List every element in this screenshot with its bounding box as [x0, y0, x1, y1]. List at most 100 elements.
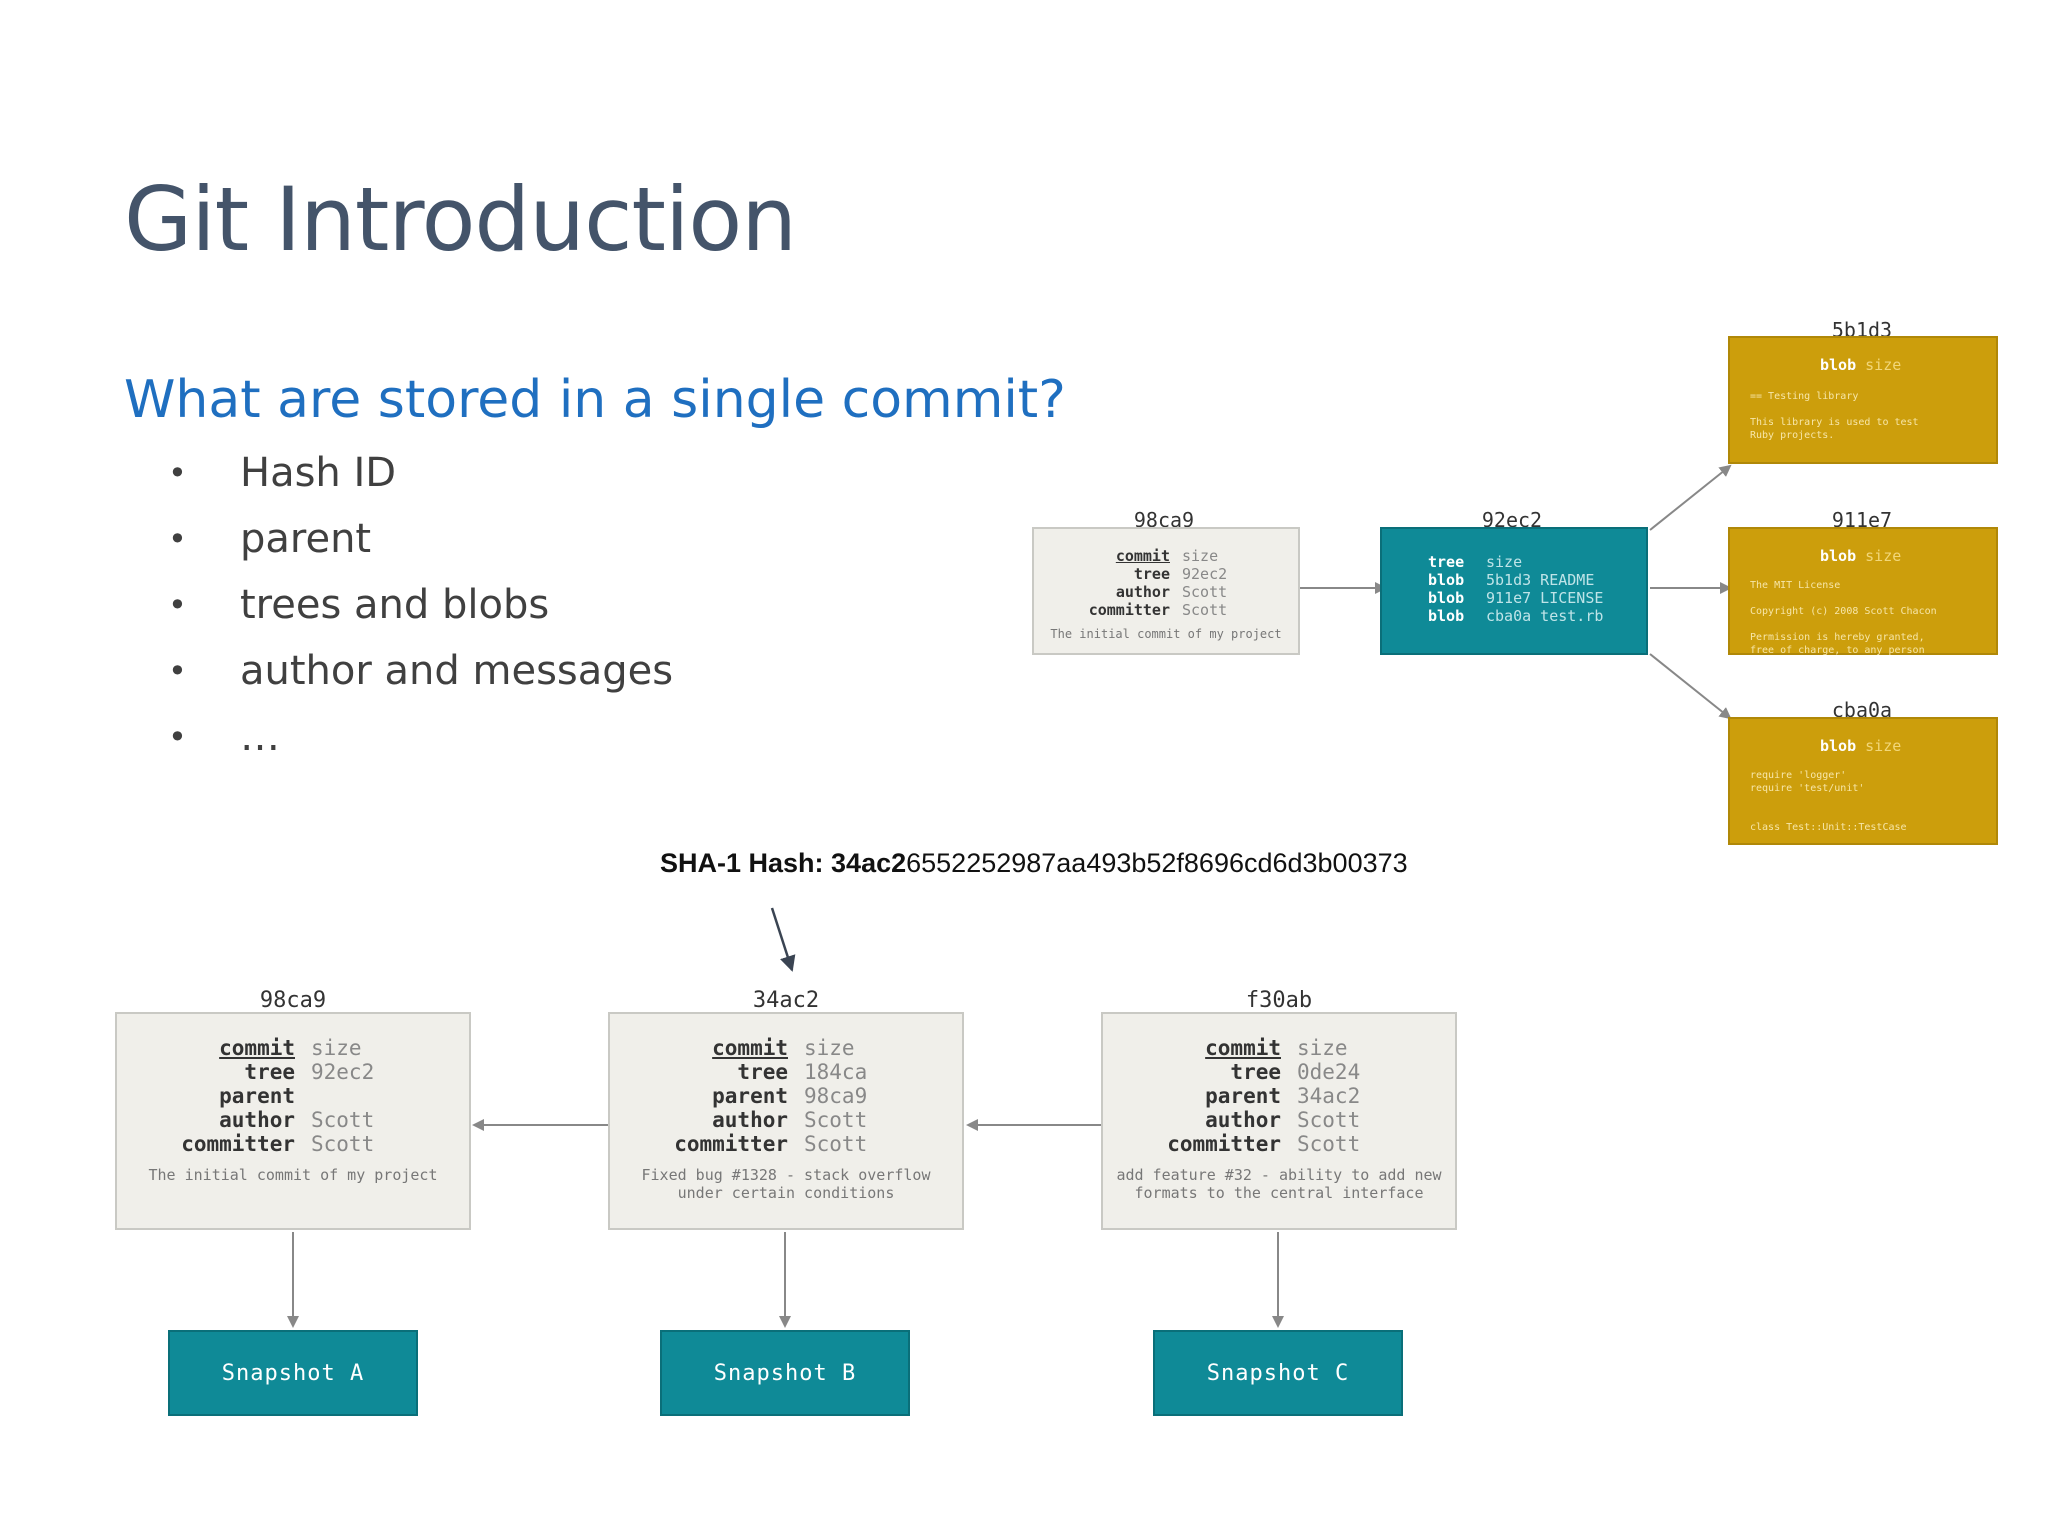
- tree-row: blob cba0a test.rb: [1428, 607, 1603, 625]
- field-value: Scott: [1182, 583, 1228, 601]
- field-value: 98ca9: [804, 1084, 868, 1108]
- slide-title: Git Introduction: [124, 168, 797, 271]
- field-key: tree: [1428, 553, 1465, 571]
- commit-id-label: 98ca9: [259, 988, 327, 1013]
- field-key: parent: [712, 1084, 788, 1108]
- commit-message: The initial commit of my project: [148, 1166, 438, 1184]
- commit-row: author Scott: [123, 1108, 374, 1132]
- field-key: commit: [1115, 547, 1170, 565]
- commit-id-label: 34ac2: [752, 988, 820, 1013]
- field-key: committer: [1088, 601, 1170, 619]
- arrow-tree-to-blob-5b1d3: [1649, 464, 1732, 531]
- arrow-tree-to-blob-cba0a: [1649, 653, 1732, 720]
- field-value: size: [1182, 547, 1219, 565]
- commit-row: author Scott: [1042, 583, 1227, 601]
- field-key: blob: [1428, 607, 1465, 625]
- bullet-item: •parent: [168, 506, 673, 572]
- commit-row: author Scott: [1109, 1108, 1360, 1132]
- field-key: author: [1115, 583, 1170, 601]
- field-key: commit: [219, 1036, 295, 1060]
- bullet-item: •…: [168, 704, 673, 770]
- field-value: 34ac2: [1297, 1084, 1361, 1108]
- blob-object-box: blob size == Testing library This librar…: [1728, 336, 1998, 464]
- commit-message: Fixed bug #1328 - stack overflow under c…: [641, 1166, 931, 1202]
- slide-subtitle: What are stored in a single commit?: [124, 370, 1066, 430]
- bullet-dot: •: [168, 718, 187, 756]
- blob-content: require 'logger'require 'test/unit' clas…: [1750, 770, 1907, 833]
- field-value: Scott: [804, 1132, 868, 1156]
- field-value: size: [1297, 1036, 1348, 1060]
- commit-message: The initial commit of my project: [1050, 627, 1282, 641]
- commit-id-label: f30ab: [1245, 988, 1313, 1013]
- field-key: blob: [1428, 571, 1465, 589]
- sha1-hash-label: SHA-1 Hash: 34ac26552252987aa493b52f8696…: [660, 848, 1408, 879]
- field-key: committer: [674, 1132, 788, 1156]
- field-key: tree: [1230, 1060, 1281, 1084]
- field-key: parent: [1205, 1084, 1281, 1108]
- field-value: Scott: [311, 1108, 375, 1132]
- commit-row: commit size: [1109, 1036, 1360, 1060]
- field-value: Scott: [1182, 601, 1228, 619]
- blob-content: The MIT License Copyright (c) 2008 Scott…: [1750, 580, 1937, 656]
- field-value: size: [1486, 553, 1523, 571]
- field-value: size: [804, 1036, 855, 1060]
- snapshot-a-box: Snapshot A: [168, 1330, 418, 1416]
- field-value: 92ec2: [1182, 565, 1228, 583]
- field-key: author: [1205, 1108, 1281, 1132]
- snapshot-b-box: Snapshot B: [660, 1330, 910, 1416]
- bullet-dot: •: [168, 586, 187, 624]
- tree-row: tree size: [1428, 553, 1603, 571]
- field-key: parent: [219, 1084, 295, 1108]
- field-value: 5b1d3 README: [1486, 571, 1595, 589]
- bullet-text: parent: [240, 516, 372, 562]
- field-value: 184ca: [804, 1060, 868, 1084]
- field-value: 911e7 LICENSE: [1486, 589, 1604, 607]
- commit-row: committer Scott: [1042, 601, 1227, 619]
- field-key: tree: [244, 1060, 295, 1084]
- commit-row: committer Scott: [616, 1132, 867, 1156]
- commit-row: parent 34ac2: [1109, 1084, 1360, 1108]
- commit-row: tree 92ec2: [123, 1060, 374, 1084]
- bullet-text: author and messages: [240, 648, 674, 694]
- field-key: commit: [1205, 1036, 1281, 1060]
- tree-row: blob 911e7 LICENSE: [1428, 589, 1603, 607]
- field-key: author: [712, 1108, 788, 1132]
- tree-row: blob 5b1d3 README: [1428, 571, 1603, 589]
- field-value: 0de24: [1297, 1060, 1361, 1084]
- field-key: blob: [1428, 589, 1465, 607]
- blob-object-box: blob size The MIT License Copyright (c) …: [1728, 527, 1998, 656]
- bullet-text: Hash ID: [240, 450, 397, 496]
- blob-header: blob size: [1820, 547, 1902, 565]
- field-value: 92ec2: [311, 1060, 375, 1084]
- sha1-hash-rest: 6552252987aa493b52f8696cd6d3b00373: [906, 848, 1408, 878]
- commit-message: add feature #32 - ability to add new for…: [1116, 1166, 1442, 1202]
- bullet-item: •trees and blobs: [168, 572, 673, 638]
- bullet-dot: •: [168, 652, 187, 690]
- field-key: tree: [737, 1060, 788, 1084]
- bullet-text: …: [240, 714, 280, 760]
- commit-row: parent: [123, 1084, 374, 1108]
- field-key: committer: [1167, 1132, 1281, 1156]
- field-value: Scott: [1297, 1108, 1361, 1132]
- field-value: Scott: [1297, 1132, 1361, 1156]
- sha1-hash-prefix: SHA-1 Hash:: [660, 848, 832, 878]
- bullet-item: • author and messages: [168, 638, 673, 704]
- blob-object-box: blob size require 'logger'require 'test/…: [1728, 717, 1998, 845]
- sha1-hash-short: 34ac2: [831, 848, 907, 878]
- tree-object-box: tree size blob 5b1d3 README blob 911e7 LICE…: [1380, 527, 1648, 655]
- blob-content: == Testing library This library is used …: [1750, 391, 1919, 441]
- field-key: author: [219, 1108, 295, 1132]
- bullet-dot: •: [168, 454, 187, 492]
- field-value: cba0a test.rb: [1486, 607, 1604, 625]
- commit-row: tree 184ca: [616, 1060, 867, 1084]
- blob-header: blob size: [1820, 356, 1902, 374]
- commit-row: commit size: [1042, 547, 1227, 565]
